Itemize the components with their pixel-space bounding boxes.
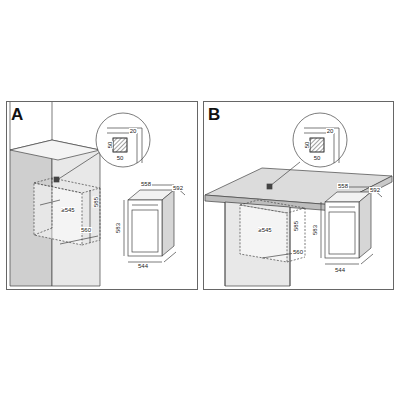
- panel-letter: A: [11, 105, 23, 125]
- dimension-label: 50: [116, 155, 124, 161]
- panel-letter: B: [208, 105, 220, 125]
- dimension-label: 558: [140, 181, 151, 187]
- dimension-label: 50: [304, 141, 310, 149]
- dimension-label: 20: [326, 128, 334, 134]
- dimension-label: 558: [337, 183, 348, 189]
- dimension-label: 560: [80, 227, 91, 233]
- dimension-label: 592: [172, 185, 183, 191]
- dimension-label: 50: [313, 155, 321, 161]
- panel-frame: B: [203, 101, 394, 290]
- dimension-label: ≥545: [258, 227, 272, 233]
- dimension-label: 585: [93, 196, 99, 207]
- dimension-label: ≥545: [61, 207, 75, 213]
- dimension-label: 560: [292, 249, 303, 255]
- panel-frame: A: [6, 101, 198, 290]
- dimension-label: 583: [115, 222, 121, 233]
- dimension-label: 592: [369, 187, 380, 193]
- dimension-label: 583: [312, 224, 318, 235]
- dimension-label: 50: [107, 141, 113, 149]
- dimension-label: 544: [334, 267, 345, 273]
- dimension-label: 585: [293, 220, 299, 231]
- dimension-label: 20: [129, 128, 137, 134]
- dimension-label: 544: [137, 263, 148, 269]
